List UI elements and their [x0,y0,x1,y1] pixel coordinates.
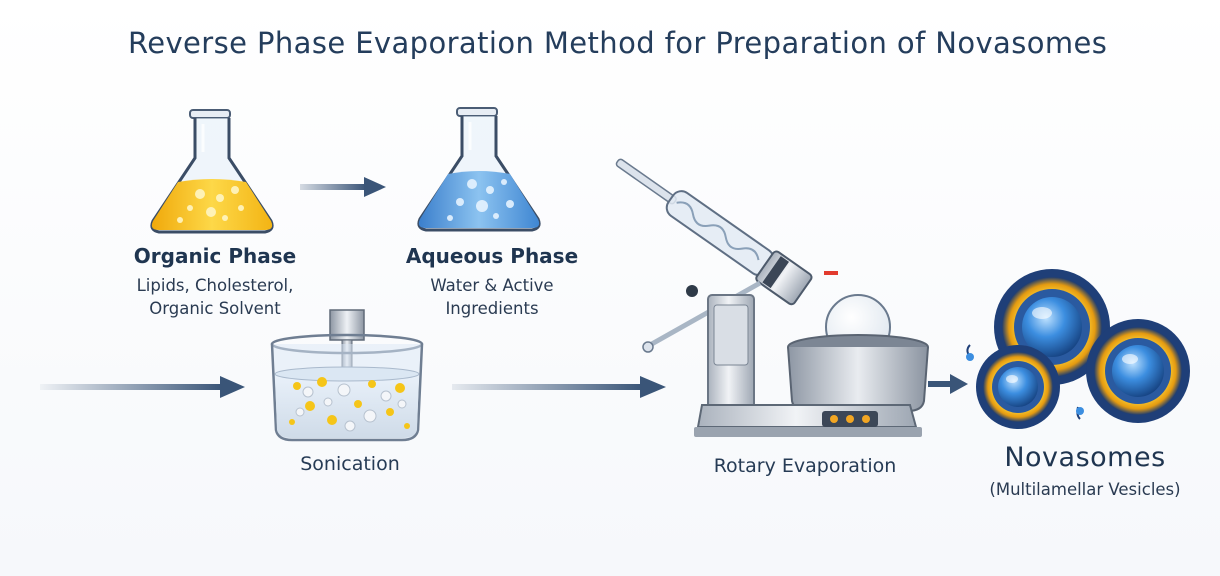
rotary-evaporation-label: Rotary Evaporation [713,455,897,477]
novasomes-label: Novasomes [1004,442,1166,473]
organic-phase-detail-line2: Organic Solvent [149,299,281,318]
rotary-evaporator-icon [615,158,929,437]
novasome-vesicles-icon [966,269,1190,429]
novasomes-detail-label: (Multilamellar Vesicles) [989,480,1181,499]
diagram-title: Reverse Phase Evaporation Method for Pre… [128,26,1108,60]
aqueous-phase-detail-line1: Water & Active [430,276,554,295]
organic-phase-detail-line1: Lipids, Cholesterol, [136,276,294,295]
aqueous-phase-label: Aqueous Phase [405,244,579,268]
arrow-rotary-to-novasomes-icon [928,374,968,394]
arrow-organic-to-aqueous-icon [300,177,386,197]
arrow-sonication-to-rotary-icon [452,376,666,398]
sonication-beaker-icon [270,309,424,442]
sonication-label: Sonication [300,453,400,475]
aqueous-phase-flask-icon [417,107,541,232]
arrow-into-sonication-icon [40,376,245,398]
organic-phase-flask-icon [150,109,274,234]
aqueous-phase-detail-line2: Ingredients [445,299,539,318]
organic-phase-label: Organic Phase [133,244,297,268]
